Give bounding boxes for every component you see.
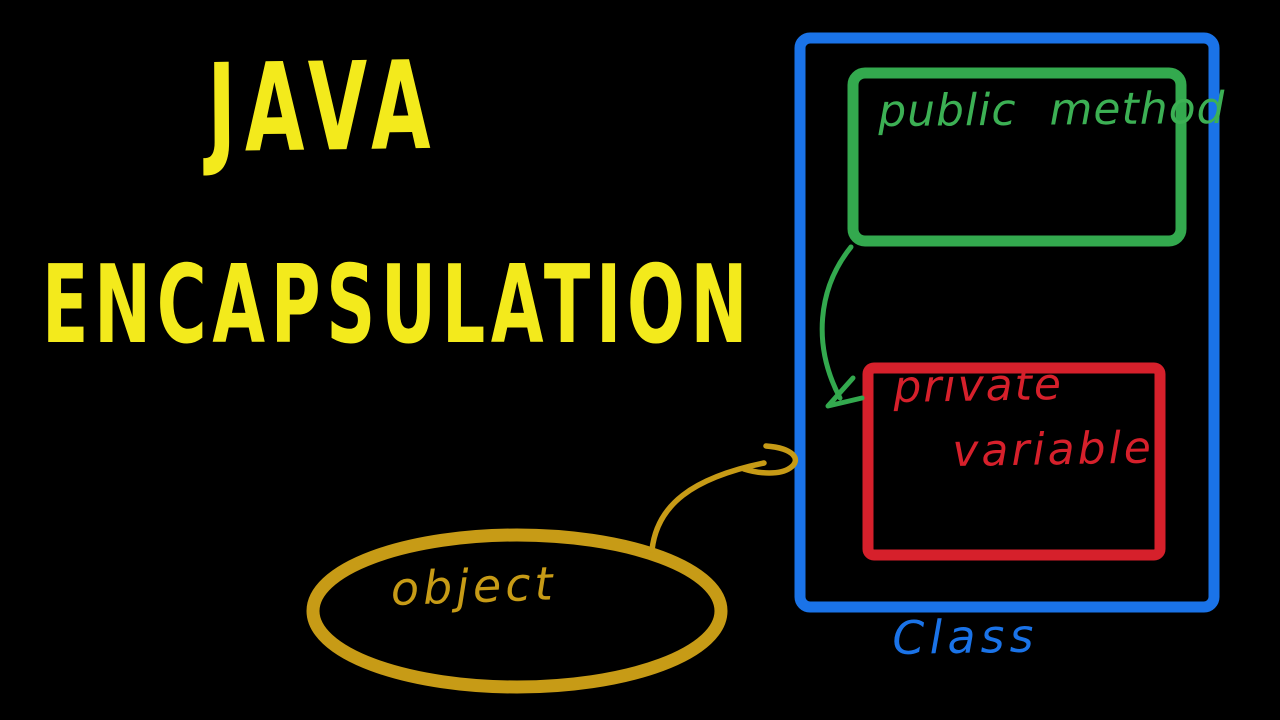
private-variable-box-outline: [862, 362, 1166, 561]
object-label: object: [389, 556, 558, 616]
object-to-class-arrow: [649, 443, 798, 553]
method-to-variable-arrow: [819, 244, 865, 409]
class-label: Class: [891, 608, 1039, 665]
public-method-box-outline: [847, 67, 1187, 247]
java-title: JAVA: [206, 34, 440, 180]
object-ellipse-outline: [306, 528, 728, 694]
private-label: private: [892, 359, 1064, 413]
public-method-label: public method: [877, 82, 1226, 137]
encapsulation-title: ENCAPSULATION: [42, 243, 754, 368]
variable-label: variable: [951, 422, 1155, 477]
class-box-outline: [794, 32, 1220, 613]
